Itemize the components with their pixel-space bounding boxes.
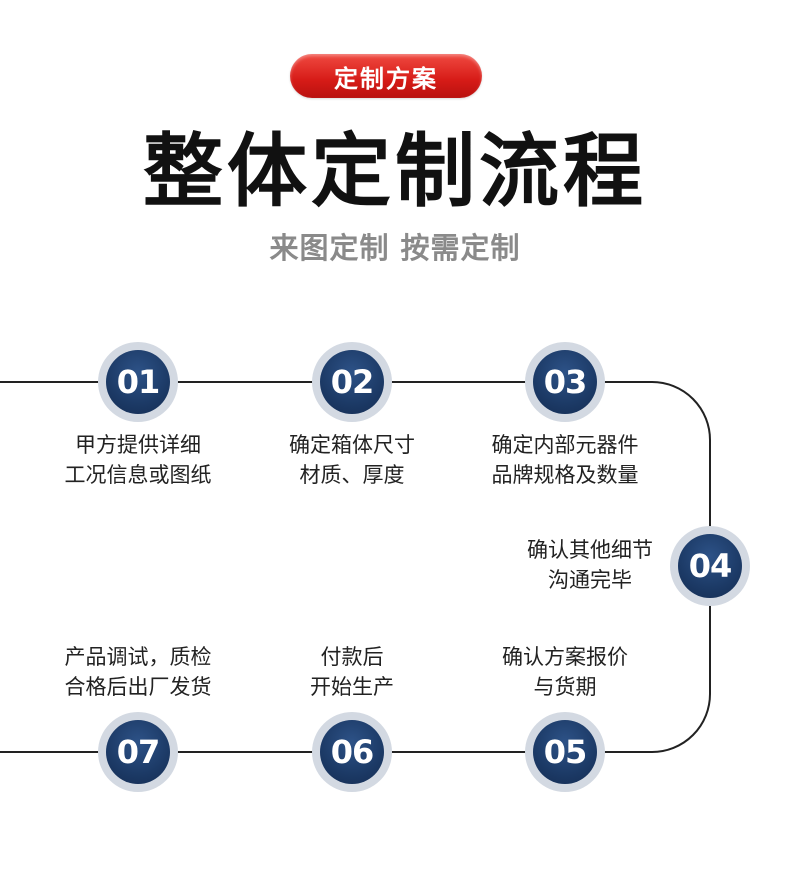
step-number-04: 04 xyxy=(678,534,742,598)
step-node-01: 01 xyxy=(98,342,178,422)
step-number-03: 03 xyxy=(533,350,597,414)
step-label-03: 确定内部元器件 品牌规格及数量 xyxy=(491,433,639,487)
step-node-05: 05 xyxy=(525,712,605,792)
step-label-02: 确定箱体尺寸 材质、厚度 xyxy=(289,433,415,487)
step-label-05: 确认方案报价 与货期 xyxy=(502,645,628,699)
step-node-07: 07 xyxy=(98,712,178,792)
step-node-06: 06 xyxy=(312,712,392,792)
step-label-04: 确认其他细节 沟通完毕 xyxy=(527,538,653,592)
section-badge: 定制方案 xyxy=(290,54,482,98)
step-label-07: 产品调试，质检 合格后出厂发货 xyxy=(64,645,212,699)
step-number-07: 07 xyxy=(106,720,170,784)
step-node-02: 02 xyxy=(312,342,392,422)
step-number-02: 02 xyxy=(320,350,384,414)
step-number-01: 01 xyxy=(106,350,170,414)
step-label-01: 甲方提供详细 工况信息或图纸 xyxy=(64,433,212,487)
step-number-05: 05 xyxy=(533,720,597,784)
step-label-06: 付款后 开始生产 xyxy=(310,645,394,699)
step-node-03: 03 xyxy=(525,342,605,422)
step-node-04: 04 xyxy=(670,526,750,606)
page-subtitle: 来图定制 按需定制 xyxy=(269,231,521,265)
page-title: 整体定制流程 xyxy=(143,125,647,218)
step-number-06: 06 xyxy=(320,720,384,784)
